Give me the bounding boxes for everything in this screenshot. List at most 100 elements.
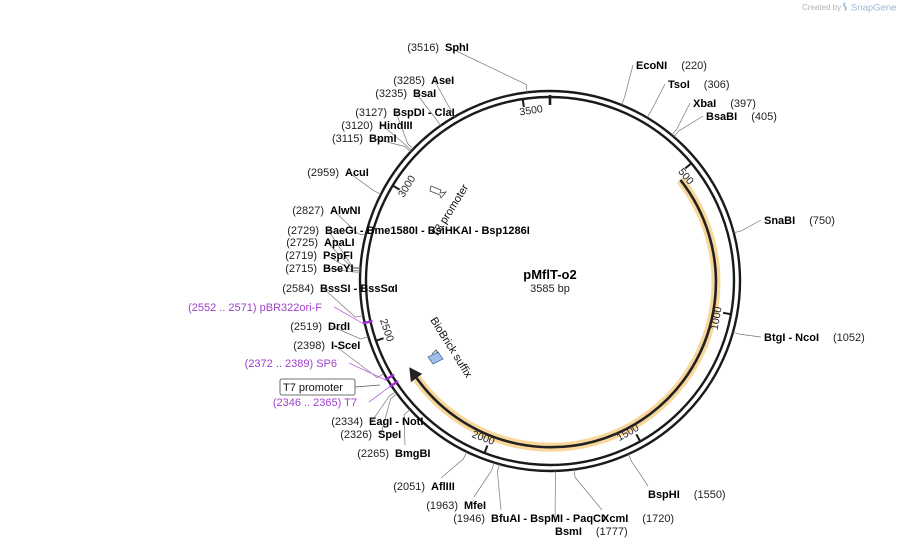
backbone [358,89,742,473]
site-leader-layer [322,46,762,524]
site-drdi[interactable]: DrdI (2519) [290,321,350,333]
site-leader-line [325,254,361,272]
site-bsphi[interactable]: BspHI (1550) [648,489,726,501]
site-btgi-ncoi[interactable]: BtgI - NcoI(1052) [764,332,865,344]
site-position: (220) [681,60,707,72]
site-bspdi-clai[interactable]: BspDI - ClaI(3127) [355,107,455,119]
site-position: (2729) [287,225,319,237]
site-leader-line [447,46,528,93]
primer-label: (2372 .. 2389) SP6 [245,358,337,370]
site-leader-line [322,287,364,318]
t7-promoter-feature[interactable]: T7 promoter [279,378,381,396]
tick-label: 3500 [519,103,544,118]
site-position: (397) [730,98,756,110]
site-pspfi[interactable]: PspFI(2719) [285,250,353,262]
site-name: BspHI [648,489,680,501]
site-position: (2326) [340,429,372,441]
tick-mark [635,433,642,442]
site-name: SnaBI [764,215,795,227]
tick-mark [392,184,401,191]
site-bpmi[interactable]: BpmI(3115) [332,133,396,145]
site-mfei[interactable]: MfeI(1963) [426,500,486,512]
site-eagi-noti[interactable]: EagI - NotI(2334) [331,416,423,428]
site-sphi[interactable]: SphI (3516) [407,42,469,54]
site-leader-line [433,79,455,117]
site-name: BsaI [413,88,436,100]
tick-mark [684,162,693,170]
site-econi[interactable]: EcoNI(220) [636,60,707,72]
site-bsmi[interactable]: BsmI(1777) [555,526,628,538]
site-leader-line [440,451,468,479]
biobrick-suffix-feature[interactable]: BioBrick suffix [427,315,474,380]
primer-mark [389,380,399,388]
site-leader-line [671,102,691,136]
site-position: (1550) [694,489,726,501]
site-baegi-bme1580i-bsihkai-bsp1286i[interactable]: BaeGI - Bme1580I - BsiHKAI - Bsp1286I(27… [287,225,530,237]
primer-2552-2571-pbr322ori-f[interactable]: (2552 .. 2571) pBR322ori-F [188,302,373,325]
site-xcmi[interactable]: XcmI (1720) [602,513,674,525]
primer-label: (2552 .. 2571) pBR322ori-F [188,302,322,314]
site-position: (1720) [642,513,674,525]
site-name: SphI [445,42,469,54]
site-bseyi[interactable]: BseYI(2715) [285,263,353,275]
site-snabi[interactable]: SnaBI(750) [764,215,835,227]
site-leader-line [371,137,411,153]
site-acui[interactable]: AcuI(2959) [307,167,369,179]
site-leader-line [327,229,361,268]
site-leader-line [332,209,366,236]
site-apali[interactable]: ApaLI (2725) [286,237,354,249]
site-name: ApaLI [324,237,355,249]
site-position: (2051) [393,481,425,493]
site-leader-line [380,393,398,435]
snapgene-logo-icon [843,2,847,11]
site-bsabi[interactable]: BsaBI(405) [706,111,777,123]
site-name: BmgBI [395,448,430,460]
site-hindiii[interactable]: HindIII(3120) [341,120,412,132]
site-xbai[interactable]: XbaI(397) [693,98,756,110]
site-leader-line [573,469,603,511]
site-bfuai-bspmi-paqci[interactable]: BfuAI - BspMI - PaqCI(1946) [453,513,604,525]
tick-label: 2000 [470,428,496,448]
plasmid-name: pMflT-o2 [523,267,576,282]
site-name: HindIII [379,120,413,132]
site-bsai[interactable]: BsaI(3235) [375,88,436,100]
site-name: SpeI [378,429,401,441]
site-tsoi[interactable]: TsoI(306) [668,79,729,91]
site-i-scei[interactable]: I-SceI(2398) [293,340,360,352]
site-position: (2519) [290,321,322,333]
site-asei[interactable]: AseI (3285) [393,75,454,87]
site-bmgbi[interactable]: BmgBI(2265) [357,448,430,460]
site-position: (3285) [393,75,425,87]
site-name: XcmI [602,513,628,525]
tick-mark [722,311,732,316]
site-alwni[interactable]: AlwNI(2827) [292,205,360,217]
site-position: (1777) [596,526,628,538]
credit-brand: SnapGene [851,3,896,14]
site-leader-line [646,83,666,118]
site-leader-line [330,325,369,340]
site-name: AflIII [431,481,455,493]
site-leader-line [403,409,411,446]
site-leader-line [371,391,396,422]
site-position: (2959) [307,167,339,179]
site-spei[interactable]: SpeI (2326) [340,429,401,441]
site-name: DrdI [328,321,350,333]
site-position: (3516) [407,42,439,54]
site-leader-line [395,111,414,150]
site-name: AseI [431,75,454,87]
primer-2346-2365-t7[interactable]: (2346 .. 2365) T7 [273,380,399,409]
site-leader-line [333,344,385,379]
primer-2372-2389-sp6[interactable]: (2372 .. 2389) SP6 [245,358,395,381]
site-name: BtgI - NcoI [764,332,819,344]
site-afliii[interactable]: AflIII (2051) [393,481,455,493]
primer-mark [384,373,395,381]
site-position: (2725) [286,237,318,249]
site-name: PspFI [323,250,353,262]
site-leader-line [347,171,382,195]
site-name: I-SceI [331,340,360,352]
site-position: (3115) [332,133,363,145]
site-leader-line [497,464,502,511]
site-bsssi-bsss-i[interactable]: BssSI - BssSαI(2584) [282,283,397,295]
site-position: (3127) [355,107,387,119]
